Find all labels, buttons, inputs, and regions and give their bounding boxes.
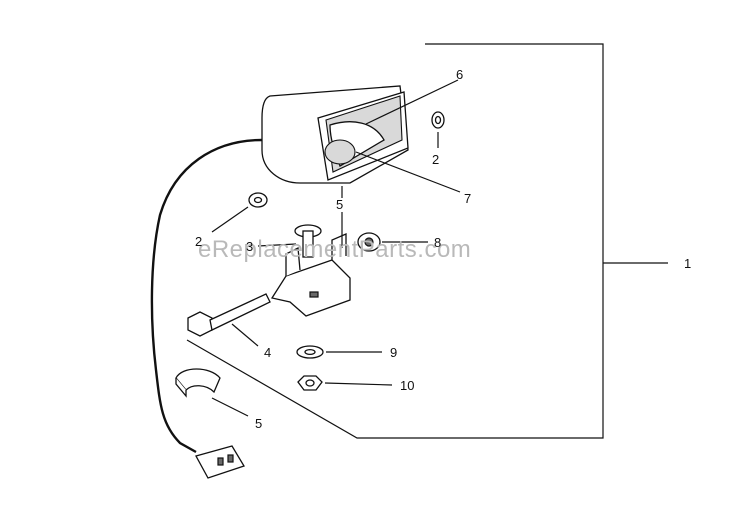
lamp-housing bbox=[261, 85, 409, 184]
callout-4: 4 bbox=[264, 345, 271, 360]
spacer bbox=[357, 232, 381, 252]
callout-10: 10 bbox=[400, 378, 414, 393]
carriage-bolt bbox=[294, 224, 322, 258]
callout-6: 6 bbox=[456, 67, 463, 82]
bulb-reflector bbox=[324, 139, 356, 165]
wire-harness bbox=[150, 138, 263, 454]
long-bolt bbox=[187, 293, 271, 337]
connector-plug bbox=[195, 445, 245, 479]
callout-7: 7 bbox=[464, 191, 471, 206]
wire-clip bbox=[175, 368, 221, 398]
callout-1: 1 bbox=[684, 256, 691, 271]
flat-washer bbox=[296, 345, 324, 359]
callout-5-top: 5 bbox=[336, 197, 343, 212]
nut bbox=[297, 375, 323, 391]
callout-5-bottom: 5 bbox=[255, 416, 262, 431]
leader-lines bbox=[211, 79, 461, 417]
callout-9: 9 bbox=[390, 345, 397, 360]
callout-2-top: 2 bbox=[432, 152, 439, 167]
watermark-text: eReplacementParts.com bbox=[198, 236, 471, 263]
washer-left bbox=[248, 192, 268, 208]
callout-8: 8 bbox=[434, 235, 441, 250]
callout-2-left: 2 bbox=[195, 234, 202, 249]
mounting-bracket bbox=[270, 233, 351, 317]
assembly-bracket bbox=[186, 43, 604, 439]
washer-top bbox=[431, 111, 445, 129]
callout-3: 3 bbox=[246, 239, 253, 254]
